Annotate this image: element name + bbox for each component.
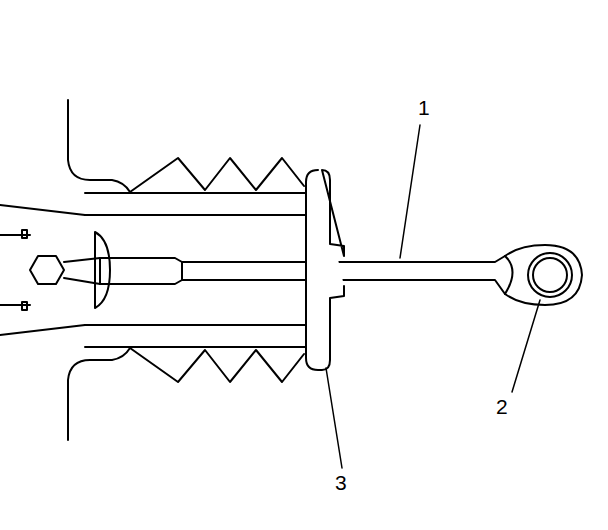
callout-number: 2 — [496, 396, 508, 417]
hub-detail — [22, 302, 27, 310]
leader-line — [326, 368, 342, 468]
leader-line — [400, 125, 420, 258]
leader-line — [512, 300, 540, 392]
socket — [99, 258, 101, 284]
ratchet-drive — [533, 258, 567, 292]
inner-line — [85, 192, 305, 194]
inner-line — [85, 214, 305, 216]
tool-flange — [306, 170, 344, 370]
hub-boss — [95, 232, 110, 308]
inner-line — [85, 324, 305, 326]
callout-number: 3 — [335, 472, 347, 493]
boot-bellows — [130, 158, 304, 192]
flange-gap — [329, 262, 332, 280]
hub-line — [0, 205, 85, 335]
ratchet-drive — [528, 253, 572, 297]
hub-line — [0, 235, 30, 305]
callout-number: 1 — [418, 97, 430, 118]
ratchet-detail — [505, 256, 513, 294]
inner-line — [85, 346, 305, 348]
housing-outline — [68, 100, 130, 192]
boot-bellows — [130, 348, 304, 382]
housing-outline — [68, 348, 130, 440]
hub-detail — [22, 230, 27, 238]
hex-nut — [30, 256, 64, 284]
socket — [64, 258, 182, 284]
ratchet-head — [495, 245, 582, 305]
